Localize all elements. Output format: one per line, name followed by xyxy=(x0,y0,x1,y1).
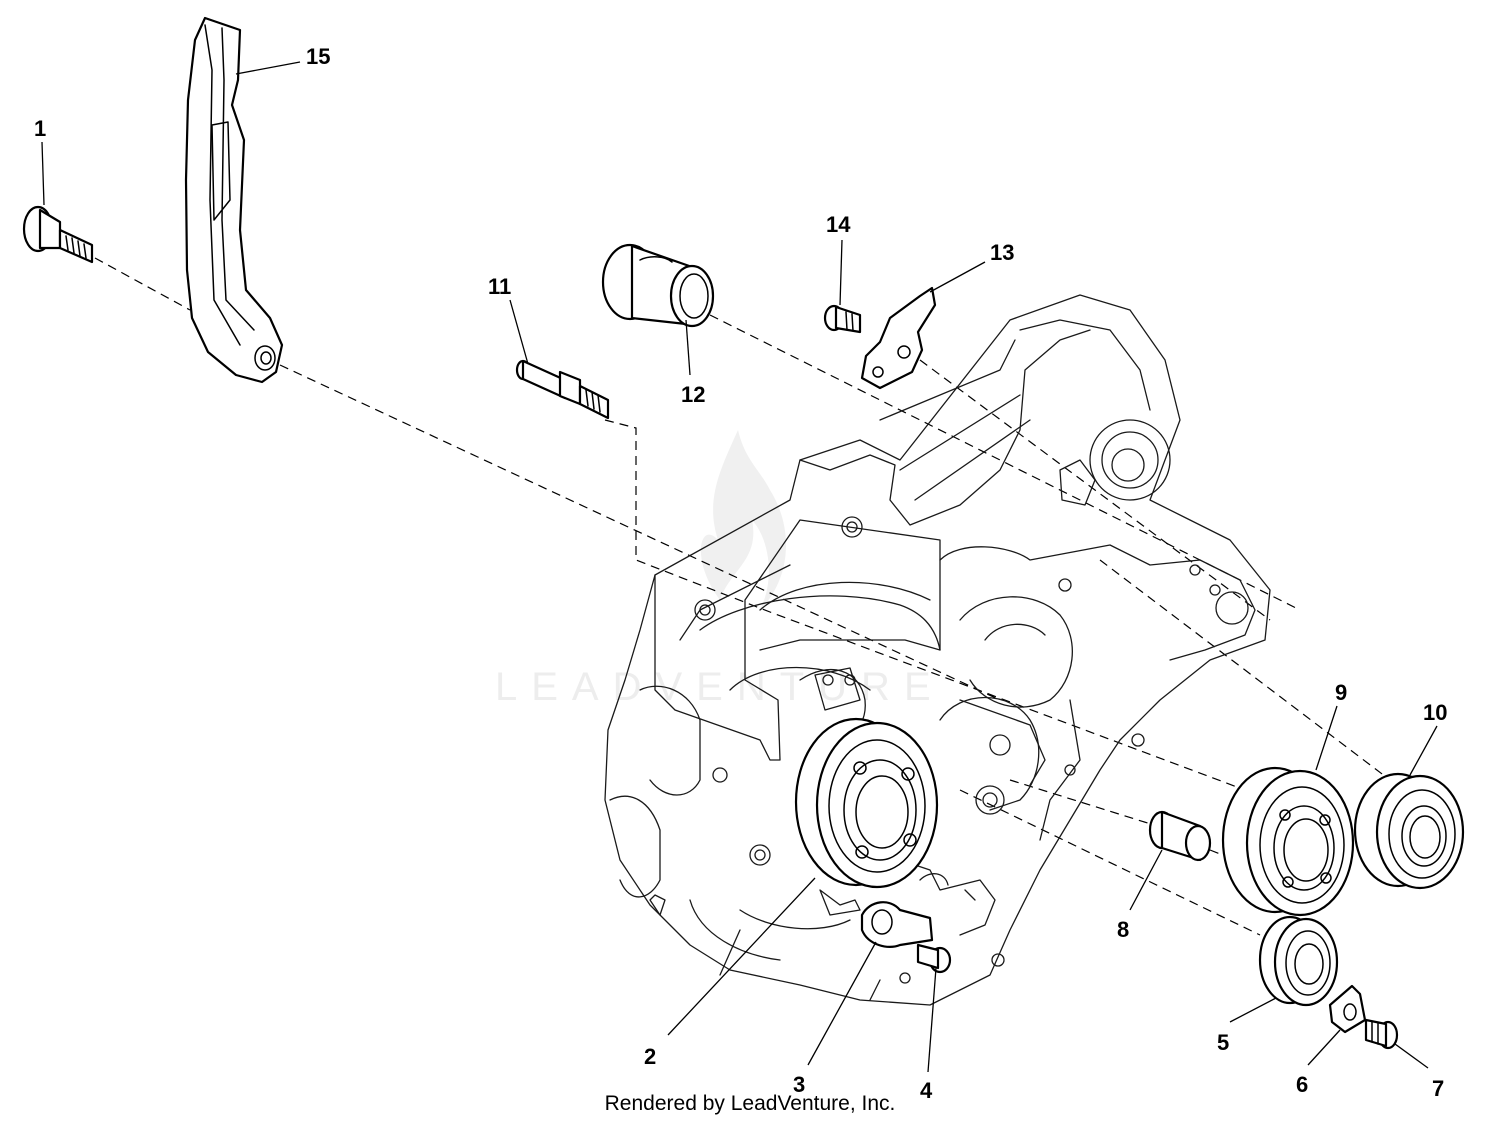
part-collar xyxy=(1148,810,1212,862)
callout-8: 8 xyxy=(1117,917,1129,942)
part-stud xyxy=(515,359,610,420)
part-pivot-bolt xyxy=(22,205,94,264)
callout-1: 1 xyxy=(34,116,46,141)
callout-14: 14 xyxy=(826,212,851,237)
callout-10: 10 xyxy=(1423,700,1447,725)
part-chain-guide xyxy=(184,16,284,384)
crankcase xyxy=(604,294,1271,1006)
callout-2: 2 xyxy=(644,1044,656,1069)
callouts: 1 2 3 4 5 6 7 8 9 10 11 12 13 14 15 xyxy=(34,44,1447,1103)
callout-5: 5 xyxy=(1217,1030,1229,1055)
callout-3: 3 xyxy=(793,1072,805,1097)
part-bushing xyxy=(601,243,715,328)
callout-11: 11 xyxy=(488,274,511,299)
callout-12: 12 xyxy=(681,382,705,407)
leader-lines xyxy=(41,61,1438,1073)
assembly-lines xyxy=(94,257,1391,936)
callout-4: 4 xyxy=(920,1078,933,1103)
part-screw-retainer xyxy=(916,943,952,974)
callout-9: 9 xyxy=(1335,680,1347,705)
callout-15: 15 xyxy=(306,44,330,69)
callout-7: 7 xyxy=(1432,1076,1444,1101)
part-screw-small xyxy=(823,304,862,334)
part-washer-plate xyxy=(1328,984,1367,1034)
callout-6: 6 xyxy=(1296,1072,1308,1097)
watermark: LEADVENTURE xyxy=(495,430,945,709)
part-bearing-9 xyxy=(1221,766,1355,917)
part-retainer xyxy=(860,901,934,948)
watermark-text: LEADVENTURE xyxy=(495,665,945,709)
part-bearing-5 xyxy=(1258,915,1339,1007)
part-bearing-10 xyxy=(1353,772,1465,890)
part-plate xyxy=(860,286,937,390)
render-credit: Rendered by LeadVenture, Inc. xyxy=(604,1092,896,1115)
callout-13: 13 xyxy=(990,240,1014,265)
part-crank-bearing xyxy=(794,717,939,889)
part-screw-7 xyxy=(1364,1018,1399,1050)
